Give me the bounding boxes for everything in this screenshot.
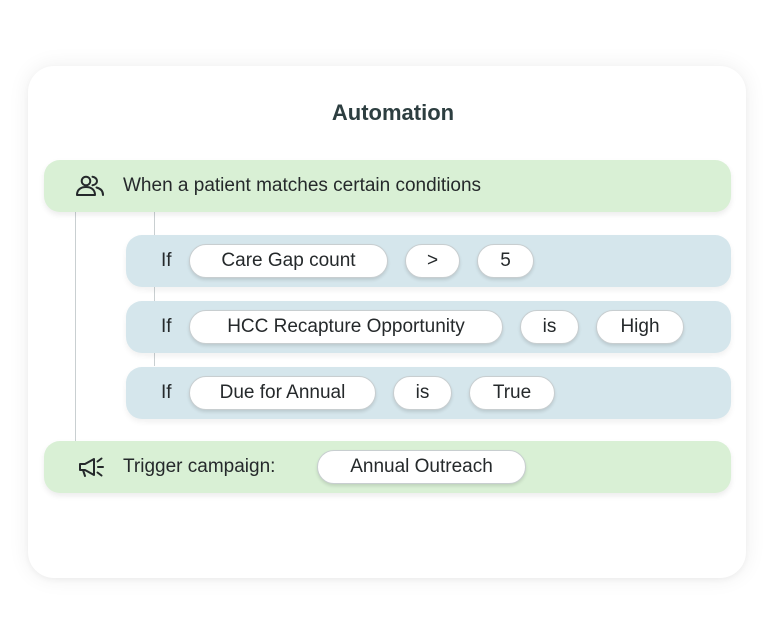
condition-keyword: If: [161, 382, 172, 403]
campaign-pill[interactable]: Annual Outreach: [317, 450, 526, 484]
condition-operator-pill[interactable]: is: [520, 310, 579, 344]
condition-value-pill[interactable]: 5: [477, 244, 534, 278]
action-label: Trigger campaign:: [123, 456, 276, 477]
condition-operator-pill[interactable]: >: [405, 244, 460, 278]
condition-row[interactable]: If Care Gap count > 5: [126, 235, 731, 287]
megaphone-icon: [77, 455, 107, 479]
condition-row[interactable]: If HCC Recapture Opportunity is High: [126, 301, 731, 353]
tree-connector-main: [75, 211, 76, 441]
trigger-row[interactable]: When a patient matches certain condition…: [44, 160, 731, 212]
trigger-label: When a patient matches certain condition…: [123, 175, 482, 196]
action-row[interactable]: Trigger campaign: Annual Outreach: [44, 441, 731, 493]
condition-field-pill[interactable]: Care Gap count: [189, 244, 388, 278]
tree-connector-branch: [154, 211, 155, 366]
condition-field-pill[interactable]: Due for Annual: [189, 376, 376, 410]
condition-field-pill[interactable]: HCC Recapture Opportunity: [189, 310, 503, 344]
condition-keyword: If: [161, 316, 172, 337]
condition-operator-pill[interactable]: is: [393, 376, 452, 410]
condition-value-pill[interactable]: True: [469, 376, 555, 410]
condition-row[interactable]: If Due for Annual is True: [126, 367, 731, 419]
condition-value-pill[interactable]: High: [596, 310, 684, 344]
users-icon: [75, 174, 105, 198]
page-title: Automation: [331, 100, 455, 125]
condition-keyword: If: [161, 250, 172, 271]
